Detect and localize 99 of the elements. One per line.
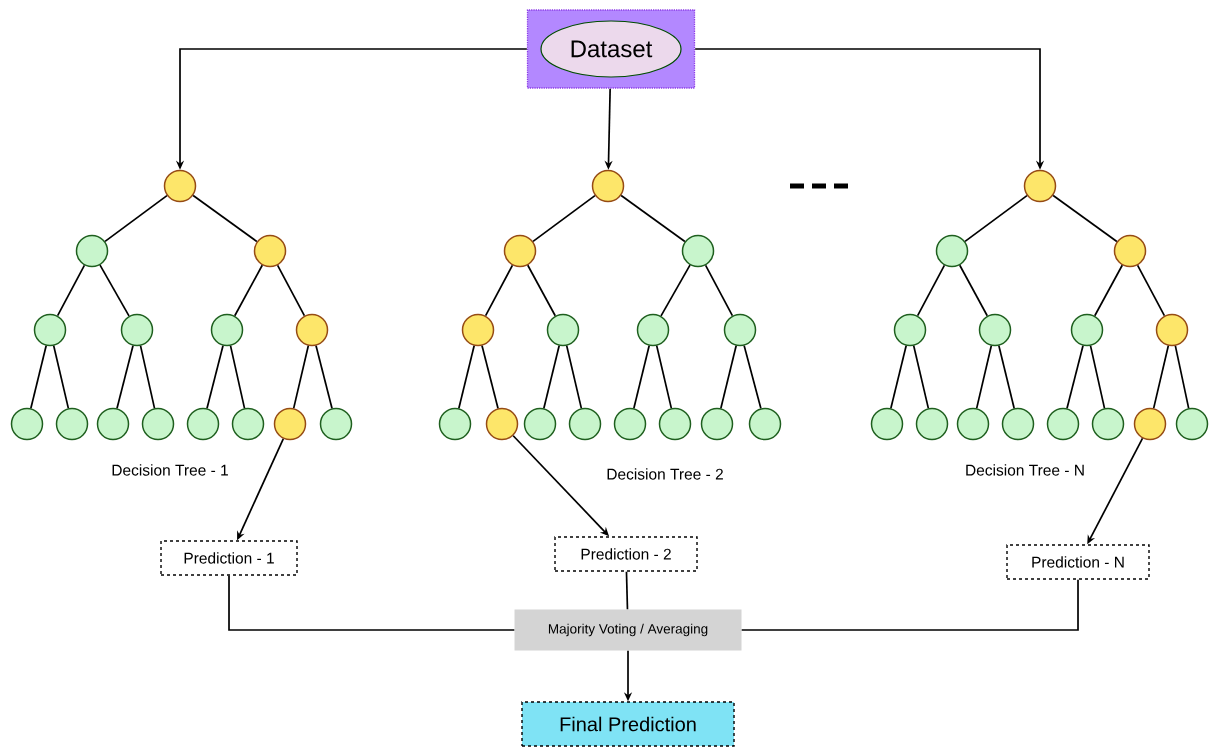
- branch-line: [916, 264, 946, 317]
- circle-node: [546, 313, 580, 347]
- branch-line: [543, 344, 560, 410]
- circle-node: [1175, 407, 1209, 441]
- circle-node: [96, 407, 130, 441]
- circle-node: [591, 169, 625, 203]
- prediction-box: Prediction - N: [1006, 544, 1150, 580]
- branch-line: [660, 264, 691, 317]
- prediction-box: Prediction - 1: [160, 540, 298, 576]
- prediction-box: Prediction - 2: [554, 536, 698, 572]
- branch-line: [104, 194, 168, 243]
- circle-node: [748, 407, 782, 441]
- circle-node: [700, 407, 734, 441]
- branch-line: [743, 344, 762, 410]
- branch-line: [1093, 264, 1124, 317]
- branch-line: [1052, 194, 1118, 243]
- branch-line: [56, 264, 86, 317]
- circle-node: [1091, 407, 1125, 441]
- branch-line: [975, 344, 993, 410]
- circle-node: [523, 407, 557, 441]
- circle-node: [1155, 313, 1189, 347]
- branch-line: [964, 194, 1028, 243]
- circle-node: [935, 234, 969, 268]
- circle-node: [568, 407, 602, 441]
- branch-line: [1066, 344, 1084, 410]
- connector-line: [625, 570, 629, 611]
- circle-node: [503, 234, 537, 268]
- circle-node: [461, 313, 495, 347]
- branch-line: [998, 344, 1015, 410]
- circle-node: [1070, 313, 1104, 347]
- circle-node: [273, 407, 307, 441]
- branch-line: [1089, 345, 1106, 409]
- branch-line: [1174, 345, 1190, 409]
- circle-node: [438, 407, 472, 441]
- branch-line: [30, 344, 47, 410]
- branch-line: [315, 344, 333, 410]
- circle-node: [915, 407, 949, 441]
- circle-node: [55, 407, 89, 441]
- branch-line: [912, 344, 930, 410]
- branch-line: [292, 344, 310, 410]
- ellipse-node: Dataset: [540, 20, 682, 78]
- circle-node: [295, 313, 329, 347]
- branch-line: [565, 344, 583, 410]
- connector-line: [228, 574, 516, 631]
- circle-node: [681, 234, 715, 268]
- branch-line: [139, 345, 156, 409]
- circle-node: [186, 407, 220, 441]
- circle-node: [893, 313, 927, 347]
- circle-node: [1023, 169, 1057, 203]
- branch-line: [890, 344, 907, 410]
- tree-caption: Decision Tree - 2: [607, 468, 723, 480]
- circle-node: [120, 313, 154, 347]
- circle-node: [1133, 407, 1167, 441]
- branch-line: [1136, 264, 1166, 317]
- branch-line: [532, 194, 596, 243]
- branch-line: [276, 264, 306, 317]
- branch-line: [655, 344, 673, 410]
- voting-box: Majority Voting / Averaging: [514, 609, 742, 651]
- circle-node: [75, 234, 109, 268]
- branch-line: [958, 264, 989, 317]
- branch-line: [206, 344, 224, 410]
- circle-node: [141, 407, 175, 441]
- branch-line: [620, 194, 686, 243]
- connector-line: [740, 578, 1079, 631]
- tree-caption: Decision Tree - N: [966, 464, 1084, 476]
- branch-line: [484, 264, 514, 317]
- circle-node: [978, 313, 1012, 347]
- branch-line: [633, 344, 650, 410]
- branch-line: [458, 344, 475, 410]
- branch-line: [229, 345, 246, 409]
- circle-node: [870, 407, 904, 441]
- branch-line: [116, 344, 134, 410]
- circle-node: [956, 407, 990, 441]
- branch-line: [1152, 344, 1170, 410]
- circle-node: [10, 407, 44, 441]
- circle-node: [485, 407, 519, 441]
- branch-line: [233, 264, 264, 317]
- branch-line: [704, 264, 734, 317]
- branch-line: [526, 264, 557, 317]
- circle-node: [1113, 234, 1147, 268]
- circle-node: [1001, 407, 1035, 441]
- branch-line: [52, 344, 70, 410]
- circle-node: [319, 407, 353, 441]
- circle-node: [33, 313, 67, 347]
- circle-node: [253, 234, 287, 268]
- final-box: Final Prediction: [521, 701, 735, 747]
- circle-node: [613, 407, 647, 441]
- circle-node: [723, 313, 757, 347]
- branch-line: [192, 194, 258, 243]
- circle-node: [636, 313, 670, 347]
- branch-line: [481, 344, 499, 410]
- tree-caption: Decision Tree - 1: [112, 464, 228, 476]
- branch-line: [720, 344, 737, 410]
- circle-node: [163, 169, 197, 203]
- branch-line: [99, 264, 130, 317]
- circle-node: [210, 313, 244, 347]
- circle-node: [658, 407, 692, 441]
- circle-node: [231, 407, 265, 441]
- circle-node: [1046, 407, 1080, 441]
